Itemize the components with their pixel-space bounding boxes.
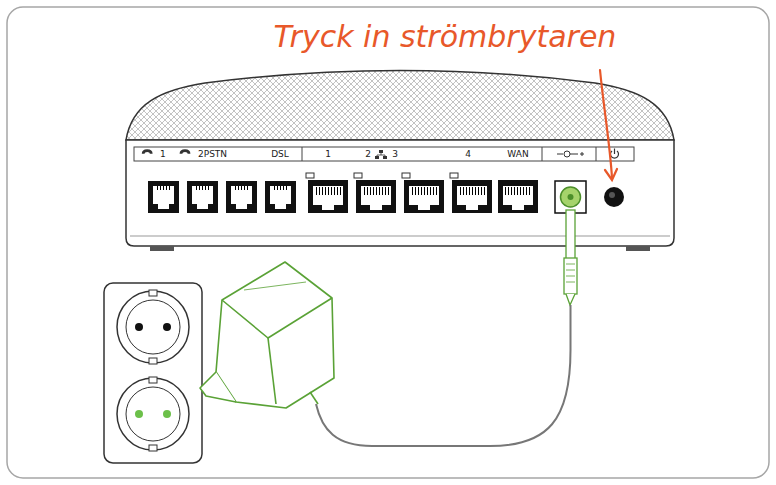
- phone-icon: [142, 149, 153, 154]
- callout-text: Tryck in strömbrytaren: [274, 22, 617, 52]
- ethernet-port: [402, 173, 444, 213]
- router-foot: [626, 246, 650, 251]
- power-symbol: [610, 149, 618, 159]
- frame: [7, 7, 769, 478]
- dc-jack-socket: [561, 187, 581, 207]
- ethernet-port: [450, 173, 492, 213]
- power-adapter: [200, 262, 334, 408]
- phone-port: [148, 181, 179, 213]
- port-label: 2: [365, 150, 371, 159]
- port-label: 3: [392, 150, 398, 159]
- port-label: 2PSTN: [198, 150, 227, 159]
- phone-icon: [180, 149, 191, 154]
- phone-port: [265, 181, 296, 213]
- power-cable: [316, 305, 571, 446]
- dc-plug: [564, 210, 577, 305]
- port-label: 1: [160, 150, 166, 159]
- port-label: DSL: [271, 150, 289, 159]
- ethernet-port: [306, 173, 348, 213]
- socket-outlet: [117, 291, 189, 363]
- socket-outlet: [117, 378, 189, 450]
- port-label: 4: [465, 150, 471, 159]
- ethernet-port: [354, 173, 396, 213]
- wall-socket: [104, 283, 202, 463]
- port-label: WAN: [507, 150, 528, 159]
- dc-jack: [555, 181, 586, 213]
- phone-port: [226, 181, 257, 213]
- phone-port: [187, 181, 218, 213]
- network-icon: [375, 150, 387, 159]
- callout-arrow: [600, 70, 617, 180]
- ethernet-port: [498, 180, 538, 213]
- router-foot: [150, 246, 174, 251]
- dc-polarity-symbol: [557, 151, 584, 157]
- router-top: [126, 71, 674, 141]
- router-back-panel: [126, 140, 674, 246]
- power-button: [604, 187, 624, 207]
- label-strip: [134, 147, 634, 161]
- port-label: 1: [325, 150, 331, 159]
